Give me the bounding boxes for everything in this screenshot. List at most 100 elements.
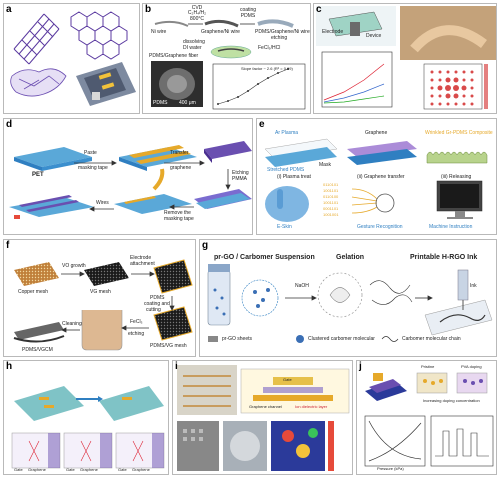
coating-cutting-label: coating and bbox=[144, 301, 170, 307]
masking-tape-label: masking tape bbox=[78, 165, 108, 171]
cvd-label: CVD bbox=[191, 5, 203, 11]
wires-label: Wires bbox=[96, 200, 109, 206]
crumpled-graphene-icon bbox=[10, 68, 67, 97]
h-sub-2: Gate bbox=[118, 467, 127, 472]
mask-label: Mask bbox=[319, 162, 331, 168]
pdms-graphene-ni-wire-label: PDMS/Graphene/Ni wire bbox=[255, 29, 310, 35]
panel-c: c Electrode Device bbox=[313, 3, 497, 114]
panel-h-graphic bbox=[11, 386, 165, 469]
h-sub-1: Gate bbox=[66, 467, 75, 472]
stretched-label: Stretched PDMS bbox=[267, 167, 305, 173]
ni-wire-label: Ni wire bbox=[151, 29, 167, 35]
panel-j-label: j bbox=[359, 361, 362, 372]
pet-label: PET bbox=[32, 172, 44, 178]
vg-mesh-label: VG mesh bbox=[90, 289, 111, 295]
g-title-ink: Printable H-RGO Ink bbox=[410, 254, 478, 261]
pdms-vgcm-label: PDMS/VGCM bbox=[22, 347, 53, 353]
vo-growth-label: VO growth bbox=[62, 263, 86, 269]
copper-mesh-label: Copper mesh bbox=[18, 289, 49, 295]
binary-1: 1001101 bbox=[323, 188, 339, 193]
etching-label: etching bbox=[271, 35, 288, 41]
panel-b-graphic bbox=[151, 19, 306, 110]
panel-e-label: e bbox=[259, 119, 265, 130]
graphene-ni-wire-label: Graphene/Ni wire bbox=[201, 29, 240, 35]
pdms-vg-mesh-label: PDMS/VG mesh bbox=[150, 343, 187, 349]
naoh-label: NaOH bbox=[295, 283, 309, 289]
doping-note: Increasing doping concentration bbox=[423, 398, 480, 403]
panel-h-label: h bbox=[6, 361, 13, 372]
pva-label: PVA doping bbox=[461, 364, 482, 369]
pristine-label: Pristine bbox=[421, 364, 435, 369]
legend-prgo: pr-GO sheets bbox=[222, 336, 253, 342]
panel-i-graphic bbox=[177, 365, 350, 471]
step1-label: (i) Plasma treat bbox=[277, 174, 311, 180]
graphene-sheet-icon bbox=[70, 11, 128, 60]
cleaning-label: Cleaning bbox=[62, 321, 82, 327]
gas-label: C₂H₄/H₂ bbox=[187, 10, 207, 16]
panel-b-label: b bbox=[145, 4, 152, 15]
fecl3-label: FeCl₃/HCl bbox=[258, 45, 281, 51]
coating-label: coating bbox=[239, 7, 257, 13]
pdms-coating-label: PDMS bbox=[150, 295, 165, 301]
panel-e-graphic bbox=[264, 138, 488, 222]
step2-label: (ii) Graphene transfer bbox=[357, 174, 405, 180]
panel-e: e Ar Plasma Graphene Wrinkled Gr-PDMS Co… bbox=[256, 118, 497, 235]
binary-4: 0001101 bbox=[323, 206, 339, 211]
panel-f-graphic bbox=[13, 259, 193, 351]
transfer-label: Transfer bbox=[170, 150, 189, 156]
binary-2: 0110100 bbox=[323, 194, 339, 199]
panel-a-label: a bbox=[6, 4, 12, 15]
electrode-label: Electrode bbox=[130, 255, 152, 261]
plasma-label: Ar Plasma bbox=[275, 130, 299, 136]
panel-i-label: i bbox=[175, 361, 178, 372]
binary-0: 0110101 bbox=[323, 182, 339, 187]
graphene-channel-label: Graphene channel bbox=[249, 404, 282, 409]
array-map bbox=[423, 63, 488, 110]
h-sub-3: Graphene bbox=[28, 467, 46, 472]
dielectric-label: Ion dielectric layer bbox=[295, 404, 328, 409]
masking-tape-2-label: masking tape bbox=[164, 216, 194, 222]
temp-label: 800°C bbox=[190, 16, 204, 22]
panel-c-graphic bbox=[316, 6, 496, 110]
panel-g: g pr-GO / Carbomer Suspension Gelation P… bbox=[199, 239, 497, 357]
binary-3: 1001101 bbox=[323, 200, 339, 205]
gesture-label: Gesture Recognition bbox=[357, 224, 403, 230]
etching-label: etching bbox=[128, 331, 145, 337]
device-label: Device bbox=[366, 33, 382, 39]
ink-label: Ink bbox=[470, 283, 477, 289]
gate-label: Gate bbox=[283, 377, 292, 382]
machine-label: Machine Instruction bbox=[429, 224, 473, 230]
panel-i: i Gate Graphene channel Ion dielectric l… bbox=[172, 360, 353, 475]
legend-cluster: Clustered carbomer molecular bbox=[308, 336, 375, 342]
g-title-gelation: Gelation bbox=[336, 254, 365, 261]
panel-d: d PET Paste masking tape Transfer graphe… bbox=[3, 118, 253, 235]
electrode-label: Electrode bbox=[322, 29, 344, 35]
etching-label: Etching bbox=[232, 170, 249, 176]
pdms-graphene-fiber-label: PDMS/Graphene fiber bbox=[149, 53, 199, 59]
panel-a: a bbox=[3, 3, 140, 114]
panel-g-graphic bbox=[207, 264, 493, 343]
panel-f-label: f bbox=[6, 240, 10, 251]
plot-note: Slope factor ~ 2.6 (R² = 0.99) bbox=[241, 66, 293, 71]
panel-h: h Gate Gate Gate Graphene Graphene Graph… bbox=[3, 360, 169, 475]
panel-a-graphic bbox=[10, 11, 136, 106]
nanotube-icon bbox=[13, 13, 60, 65]
pdms-label: PDMS bbox=[240, 13, 256, 19]
wrinkled-label: Wrinkled Gr-PDMS Composite bbox=[425, 130, 493, 136]
graphene-label: graphene bbox=[170, 165, 192, 171]
binary-5: 1001001 bbox=[323, 212, 339, 217]
di-water-label: DI water bbox=[183, 45, 202, 51]
sem-label: PDMS bbox=[153, 100, 168, 106]
dissolving-label: dissolving bbox=[183, 39, 205, 45]
scale-bar-label: 400 μm bbox=[179, 100, 196, 106]
panel-d-graphic bbox=[9, 141, 252, 219]
paste-label: Paste bbox=[84, 150, 97, 156]
h-sub-0: Gate bbox=[14, 467, 23, 472]
panel-j: j Pristine PVA doping Increasing doping … bbox=[356, 360, 497, 475]
fecl3-label: FeCl₃ bbox=[130, 319, 143, 325]
panel-c-label: c bbox=[316, 4, 322, 15]
cutting-label: cutting bbox=[146, 307, 161, 313]
panel-b: b CVD C₂H₄/H₂ 800°C coating PDMS Ni wire… bbox=[142, 3, 311, 114]
graphene-label: Graphene bbox=[365, 130, 388, 136]
device-icon bbox=[76, 62, 136, 106]
